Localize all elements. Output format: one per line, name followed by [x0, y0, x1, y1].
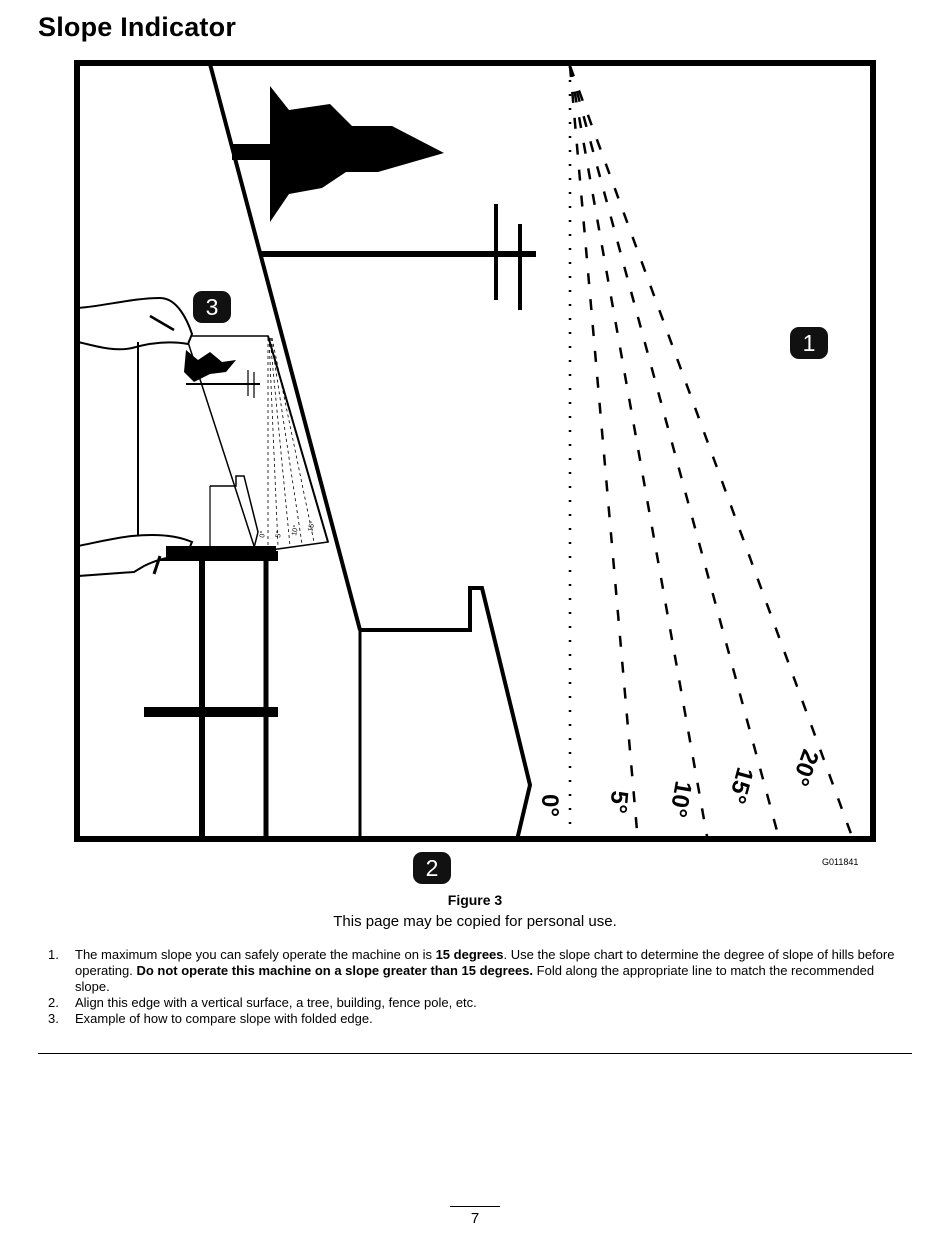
callout-3: 3 — [193, 291, 231, 323]
small-angle-label: 5° — [274, 530, 283, 538]
figure-border — [74, 60, 876, 842]
building-outline — [360, 586, 533, 841]
folded-page-inset: 0° 5° 10° 15° — [184, 335, 329, 553]
small-angle-label: 10° — [290, 524, 300, 536]
hand-bottom-icon — [77, 533, 194, 578]
callout-2: 2 — [413, 852, 451, 884]
note-text: Fold along the appropriate line to match… — [75, 963, 875, 994]
slope-figure: 0° 5° 10° 15° 0° 5° 10° 15° 20° — [74, 60, 876, 842]
footer-divider — [450, 1206, 500, 1207]
note-text: . Use the slope chart to determine the d… — [75, 947, 895, 978]
angle-label-5: 5° — [604, 789, 633, 814]
tree-canopy-icon — [270, 86, 444, 222]
small-tree-icon — [184, 350, 236, 382]
copy-note: This page may be copied for personal use… — [333, 913, 617, 930]
note-item: 3. Example of how to compare slope with f… — [40, 1011, 910, 1027]
page-title: Slope Indicator — [38, 12, 237, 42]
small-angle-label: 0° — [258, 530, 267, 538]
notes-list: 1. The maximum slope you can safely opera… — [40, 947, 910, 1027]
angle-label-0: 0° — [536, 794, 563, 817]
fence-top-rail — [166, 546, 276, 558]
figure-code: G011841 — [822, 857, 859, 867]
note-number: 3. — [48, 1011, 59, 1026]
angle-label-20: 20° — [786, 746, 824, 789]
note-item: 2. Align this edge with a vertical surfac… — [40, 995, 910, 1011]
note-number: 1. — [48, 947, 59, 962]
note-warning: Do not operate this machine on a slope g… — [136, 963, 534, 978]
callout-1: 1 — [790, 327, 828, 359]
figure-label: Figure 3 — [447, 892, 503, 908]
note-item: 1. The maximum slope you can safely opera… — [40, 947, 910, 995]
page-number: 7 — [470, 1210, 480, 1227]
angle-label-15: 15° — [723, 764, 758, 806]
note-text: The maximum slope you can safely operate… — [75, 947, 436, 962]
note-number: 2. — [48, 995, 59, 1010]
section-divider — [38, 1053, 912, 1054]
small-angle-label: 15° — [306, 520, 317, 532]
note-text: Align this edge with a vertical surface,… — [75, 995, 477, 1010]
hand-top-icon — [77, 296, 194, 546]
tree-trunk — [232, 144, 276, 160]
angle-label-10: 10° — [664, 779, 697, 819]
note-text: Example of how to compare slope with fol… — [75, 1011, 373, 1026]
note-emphasis: 15 degrees — [435, 947, 504, 962]
slope-illustration: 0° 5° 10° 15° 0° 5° 10° 15° 20° — [74, 60, 876, 842]
